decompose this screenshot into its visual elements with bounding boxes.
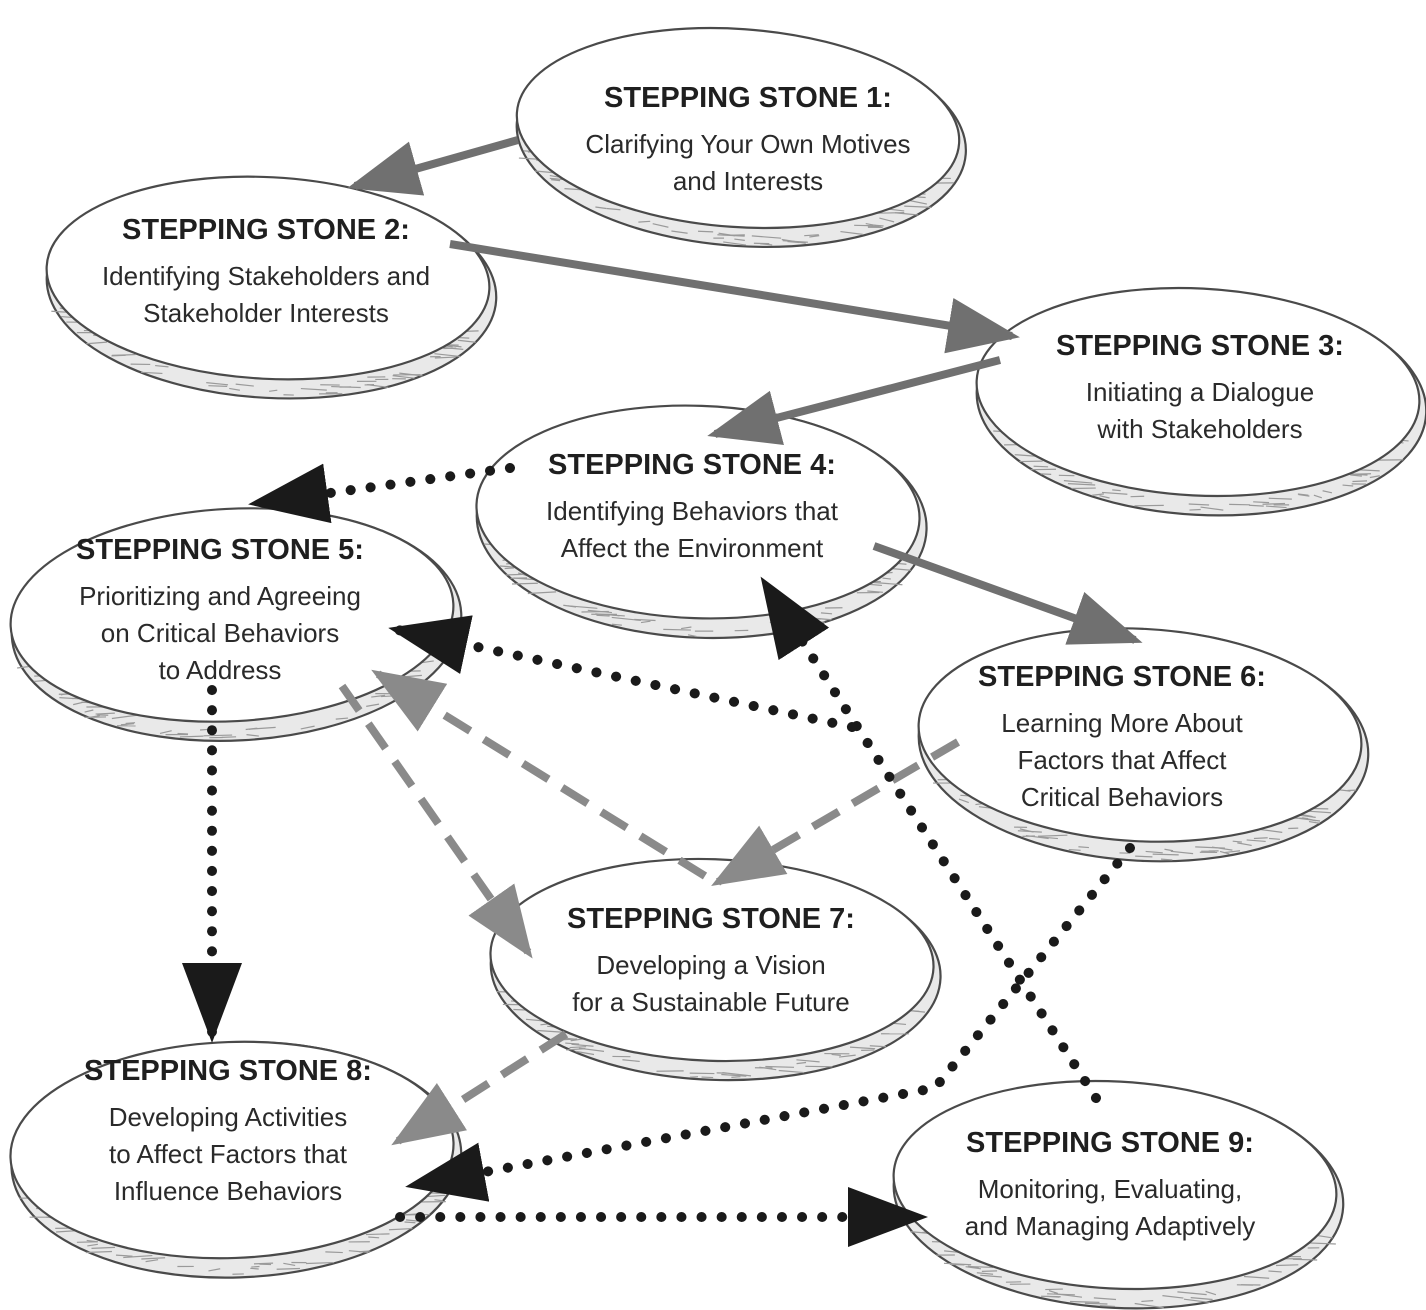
arrow-stone-4-to-stone-6 <box>872 542 1143 645</box>
arrow-stone-7-to-stone-5 <box>371 669 708 880</box>
stone-description-line: Stakeholder Interests <box>143 298 389 328</box>
stone-6-label: STEPPING STONE 6: Learning More AboutFact… <box>978 661 1266 812</box>
arrow-stone-5-to-stone-7 <box>338 683 533 959</box>
arrow-stone-3-to-stone-4 <box>707 356 1002 446</box>
stone-3-label: STEPPING STONE 3: Initiating a Dialogue wi… <box>1056 330 1344 444</box>
stone-2-label: STEPPING STONE 2: Identifying Stakeholder… <box>102 214 430 328</box>
stone-2 <box>45 175 498 400</box>
stone-description-line: Critical Behaviors <box>1021 782 1223 812</box>
stone-title: STEPPING STONE 5: <box>76 534 364 566</box>
arrow-stone-4-to-stone-5 <box>248 463 515 524</box>
stone-face <box>892 1079 1338 1291</box>
arrow-stone-7-to-stone-8 <box>391 1030 569 1146</box>
stone-7 <box>489 857 942 1082</box>
stone-7-label: STEPPING STONE 7: Developing a Vision for … <box>567 903 855 1017</box>
stone-description-line: Factors that Affect <box>1017 745 1227 775</box>
arrow-stone-2-to-stone-3 <box>449 240 1020 354</box>
stone-description-line: Identifying Stakeholders and <box>102 261 430 291</box>
arrow-stone-6-to-stone-8 <box>405 843 1135 1202</box>
stone-title: STEPPING STONE 1: <box>604 82 892 114</box>
stone-title: STEPPING STONE 4: <box>548 449 836 481</box>
arrow-stone-1-to-stone-2 <box>347 136 520 196</box>
arrow-stone-9-to-stone-4 <box>760 576 1101 1103</box>
stone-4-label: STEPPING STONE 4: Identifying Behaviors t… <box>546 449 839 563</box>
stone-description-line: Influence Behaviors <box>114 1176 342 1206</box>
stone-description-line: Monitoring, Evaluating, <box>978 1174 1242 1204</box>
stone-face <box>975 286 1421 498</box>
stone-description-line: and Interests <box>673 166 823 196</box>
stone-description-line: Identifying Behaviors that <box>546 496 839 526</box>
stone-title: STEPPING STONE 2: <box>122 214 410 246</box>
stone-face <box>45 175 491 381</box>
stone-9-label: STEPPING STONE 9: Monitoring, Evaluating,… <box>965 1127 1256 1241</box>
stone-description-line: Initiating a Dialogue <box>1086 377 1314 407</box>
stone-description-line: Developing a Vision <box>596 950 825 980</box>
stone-description-line: Clarifying Your Own Motives <box>585 129 910 159</box>
stone-texture <box>51 307 479 396</box>
stone-5-label: STEPPING STONE 5: Prioritizing and Agreei… <box>76 534 364 685</box>
stone-texture <box>903 1212 1336 1309</box>
stone-face <box>515 26 961 230</box>
stone-5 <box>9 507 463 742</box>
stone-description-line: Prioritizing and Agreeing <box>79 581 361 611</box>
stone-1-label: STEPPING STONE 1: Clarifying Your Own Mot… <box>585 82 910 196</box>
stone-6 <box>917 627 1370 863</box>
arrows-layer <box>182 136 1143 1247</box>
stone-description-line: on Critical Behaviors <box>101 618 339 648</box>
stone-face <box>917 627 1363 843</box>
stone-description-line: with Stakeholders <box>1096 414 1302 444</box>
stone-description-line: to Affect Factors that <box>109 1139 348 1169</box>
stones-layer <box>9 26 1426 1310</box>
stone-description-line: for a Sustainable Future <box>572 987 850 1017</box>
stone-8-label: STEPPING STONE 8: Developing Activities to… <box>84 1055 372 1206</box>
stone-description-line: Affect the Environment <box>561 533 824 563</box>
stone-title: STEPPING STONE 7: <box>567 903 855 935</box>
stone-title: STEPPING STONE 3: <box>1056 330 1344 362</box>
arrow-stone-6-to-stone-7 <box>711 738 961 887</box>
stone-9 <box>892 1079 1345 1310</box>
stone-title: STEPPING STONE 9: <box>966 1127 1254 1159</box>
stone-4 <box>475 404 928 640</box>
stone-3 <box>975 286 1426 517</box>
stone-1 <box>515 26 967 249</box>
stone-description-line: Learning More About <box>1001 708 1243 738</box>
arrow-stone-9-to-stone-5 <box>388 615 857 732</box>
stone-face <box>475 404 921 620</box>
stone-description-line: to Address <box>159 655 282 685</box>
stone-title: STEPPING STONE 6: <box>978 661 1266 693</box>
stone-description-line: Developing Activities <box>109 1102 347 1132</box>
stone-face <box>9 507 455 723</box>
stone-description-line: and Managing Adaptively <box>965 1211 1256 1241</box>
stone-8 <box>9 1040 463 1279</box>
stone-title: STEPPING STONE 8: <box>84 1055 372 1087</box>
labels-layer: STEPPING STONE 1: Clarifying Your Own Mot… <box>76 82 1344 1241</box>
